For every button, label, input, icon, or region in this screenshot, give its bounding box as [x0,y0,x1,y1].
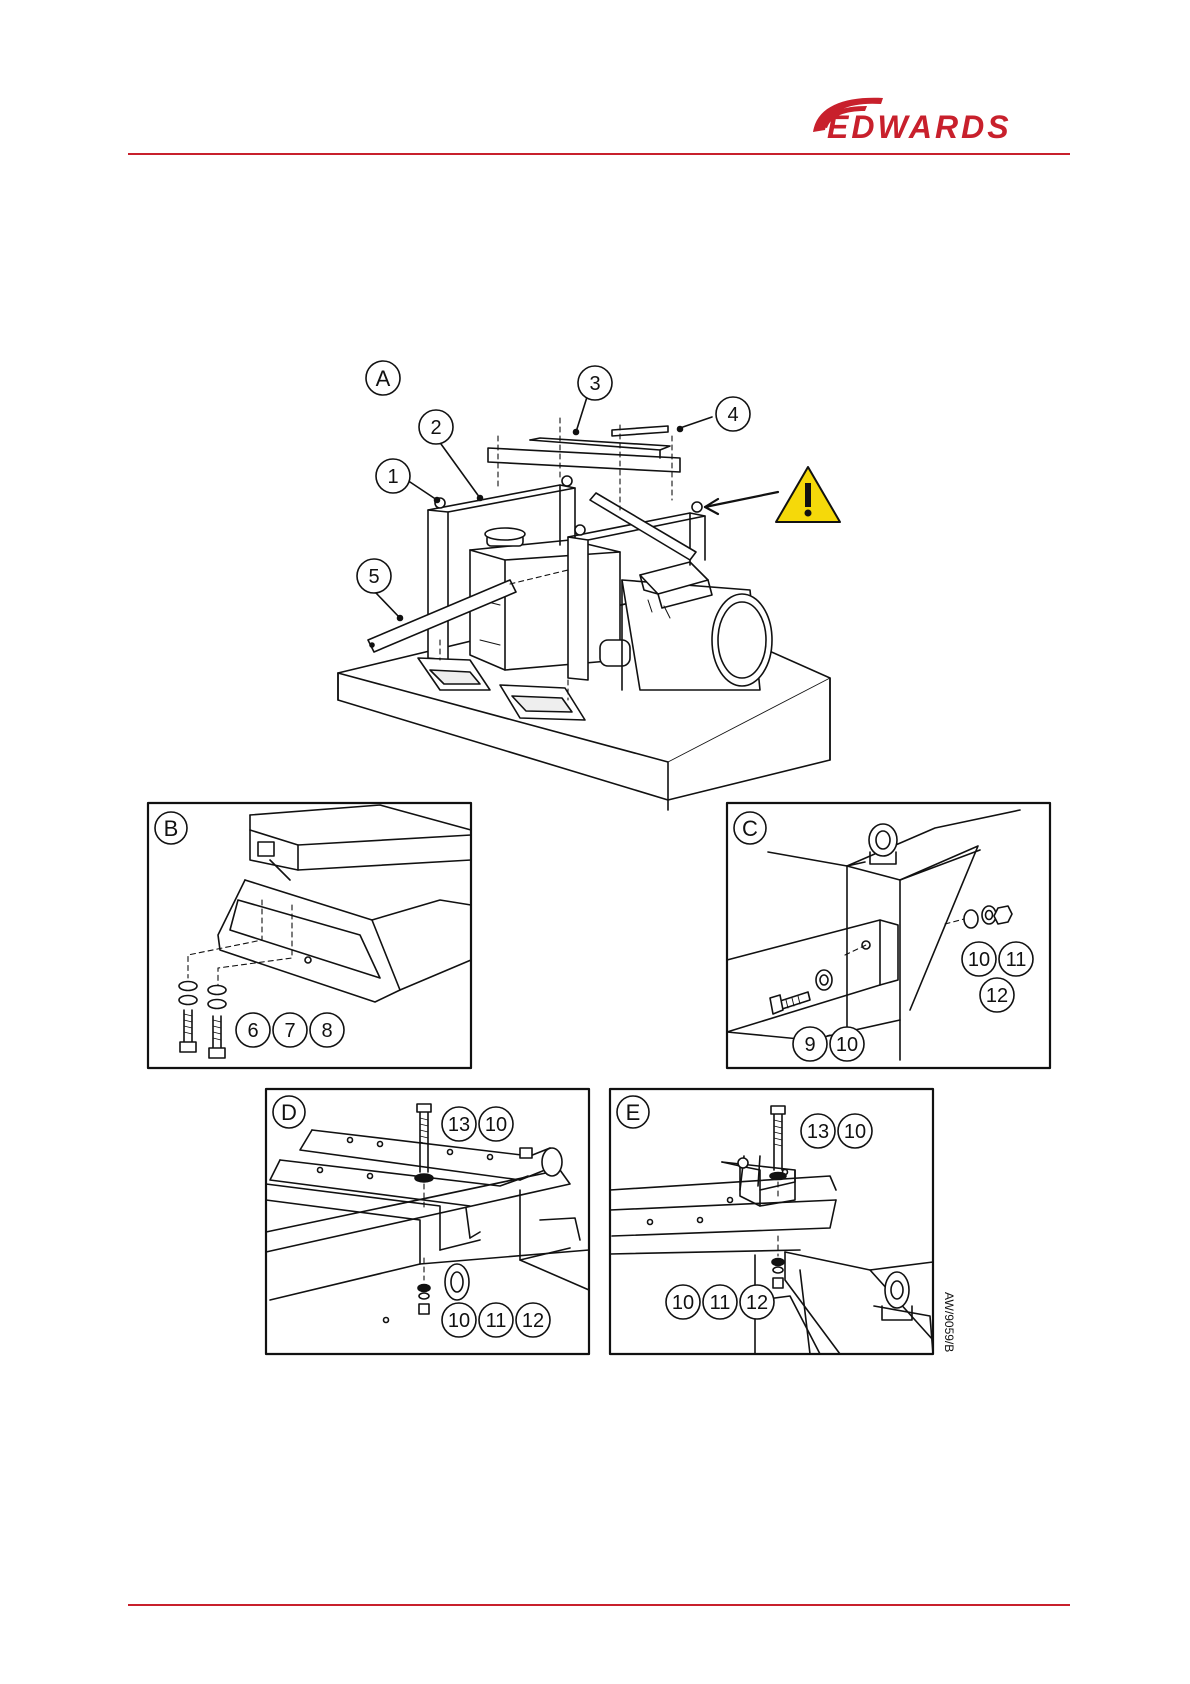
callout-e-12: 12 [746,1292,768,1314]
callout-c-9: 9 [804,1034,815,1056]
panel-e-letter: E [626,1100,641,1125]
panel-d-letter: D [281,1100,297,1125]
callout-d-10: 10 [485,1114,507,1136]
callout-d-11: 11 [486,1310,507,1332]
callout-c-11: 11 [1006,949,1027,971]
callout-1: 1 [387,466,398,488]
panel-c-letter: C [742,816,758,841]
panel-b-letter: B [164,816,179,841]
callout-d-13: 13 [448,1114,470,1136]
callout-8: 8 [321,1020,332,1042]
warning-icon [776,467,840,522]
callout-e-10b: 10 [672,1292,694,1314]
callout-4: 4 [727,404,738,426]
panel-a-drawing [338,397,830,810]
callout-3: 3 [589,373,600,395]
callout-e-11: 11 [710,1292,731,1314]
callout-d-10b: 10 [448,1310,470,1332]
panel-e-frame [610,1089,933,1354]
callout-e-10: 10 [844,1121,866,1143]
callout-c-12: 12 [986,985,1008,1007]
callout-7: 7 [284,1020,295,1042]
figure-code: AW/9059/B [942,1292,956,1352]
footer-rule [128,1604,1070,1606]
callout-e-13: 13 [807,1121,829,1143]
callout-c-10: 10 [968,949,990,971]
callout-d-12: 12 [522,1310,544,1332]
panel-a-letter: A [376,366,391,391]
callout-6: 6 [247,1020,258,1042]
callout-c-10b: 10 [836,1034,858,1056]
callout-5: 5 [368,566,379,588]
callout-2: 2 [430,417,441,439]
